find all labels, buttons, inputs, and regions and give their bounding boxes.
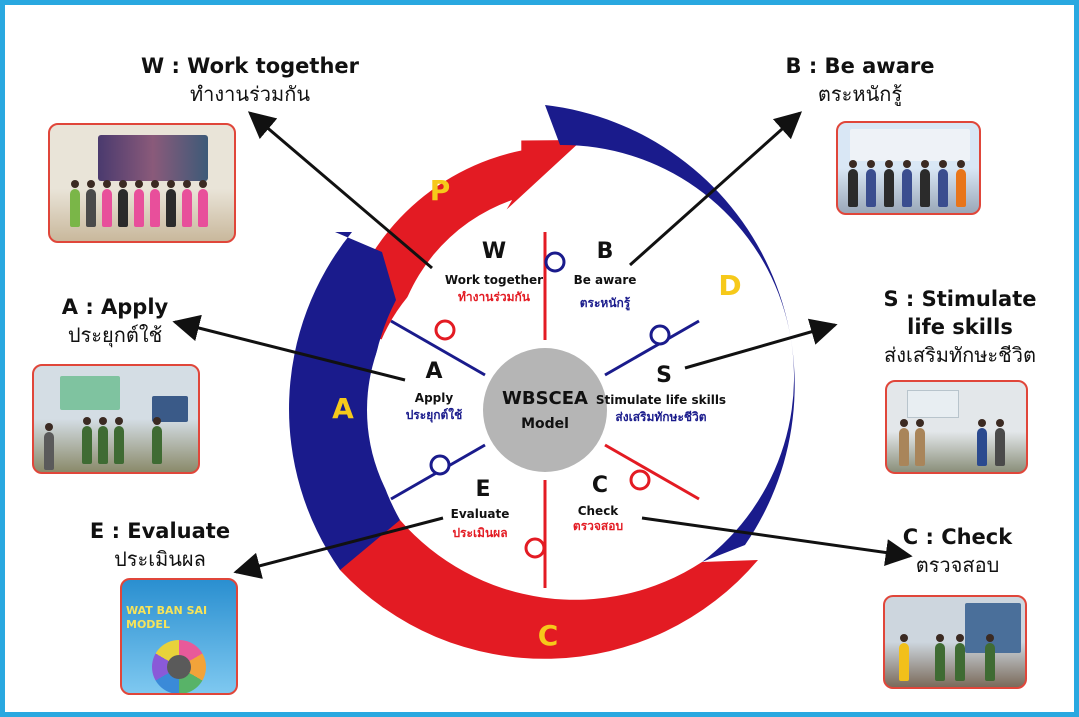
arrow-to-stimulate	[684, 318, 838, 370]
photo-check	[883, 595, 1027, 689]
pdca-letter-c: C	[538, 619, 559, 652]
label-evaluate: E : Evaluate ประเมินผล	[60, 517, 260, 573]
segment-c: C Check ตรวจสอบ	[573, 473, 623, 533]
label-stimulate-en2: life skills	[907, 315, 1013, 339]
label-be-aware-th: ตระหนักรู้	[817, 82, 903, 106]
pdca-letter-d: D	[718, 269, 741, 302]
label-work-together-th: ทำงานร่วมกัน	[189, 82, 311, 106]
arrow-to-check	[641, 516, 913, 566]
arrow-to-work-together	[247, 111, 433, 270]
label-work-together: W : Work together ทำงานร่วมกัน	[130, 52, 370, 108]
photo-evaluate-poster: WAT BAN SAI MODEL	[120, 578, 238, 695]
photo-be-aware	[836, 121, 981, 215]
pdca-letter-p: P	[430, 174, 451, 207]
label-apply-th: ประยุกต์ใช้	[67, 323, 163, 347]
puzzle-knobs	[429, 251, 671, 559]
label-evaluate-th: ประเมินผล	[114, 547, 206, 571]
segment-e: E Evaluate ประเมินผล	[451, 477, 510, 540]
segment-b-en: Be aware	[574, 273, 637, 287]
segment-e-en: Evaluate	[451, 507, 510, 521]
segment-b-letter: B	[597, 239, 614, 264]
segment-s: S Stimulate life skills ส่งเสริมทักษะชีว…	[596, 363, 726, 424]
label-stimulate-th: ส่งเสริมทักษะชีวิต	[884, 343, 1036, 367]
segment-s-letter: S	[656, 363, 672, 388]
label-check-th: ตรวจสอบ	[915, 553, 1000, 577]
segment-b: B Be aware ตระหนักรู้	[574, 239, 637, 311]
center-title: WBSCEA	[502, 388, 588, 409]
pdca-arc-act	[289, 232, 400, 570]
label-check: C : Check ตรวจสอบ	[875, 523, 1040, 579]
segment-a: A Apply ประยุกต์ใช้	[406, 359, 463, 423]
label-work-together-en: W : Work together	[141, 54, 359, 78]
photo-apply	[32, 364, 200, 474]
segment-e-letter: E	[475, 477, 490, 502]
arrow-to-be-aware	[629, 111, 803, 267]
photo-stimulate	[885, 380, 1028, 474]
segment-c-letter: C	[592, 473, 608, 498]
segment-e-th: ประเมินผล	[452, 526, 507, 540]
segment-a-en: Apply	[415, 391, 454, 405]
wheel-dividers	[390, 232, 700, 588]
poster-title-2: MODEL	[126, 618, 170, 631]
label-evaluate-en: E : Evaluate	[89, 519, 231, 543]
label-check-en: C : Check	[902, 525, 1013, 549]
label-be-aware-en: B : Be aware	[785, 54, 935, 78]
center-subtitle: Model	[521, 416, 569, 432]
pdca-arc-plan	[341, 140, 582, 344]
photo-work-together	[48, 123, 236, 243]
pdca-letter-a: A	[332, 392, 354, 425]
poster-title-1: WAT BAN SAI	[126, 604, 208, 617]
label-apply: A : Apply ประยุกต์ใช้	[40, 293, 190, 349]
label-apply-en: A : Apply	[61, 295, 169, 319]
segment-s-en: Stimulate life skills	[596, 393, 726, 407]
segment-w: W Work together ทำงานร่วมกัน	[445, 239, 543, 304]
segment-w-en: Work together	[445, 273, 543, 287]
label-stimulate-en1: S : Stimulate	[883, 287, 1037, 311]
label-be-aware: B : Be aware ตระหนักรู้	[760, 52, 960, 108]
segment-c-en: Check	[578, 504, 620, 518]
pdca-ring	[289, 105, 795, 659]
segment-w-letter: W	[482, 239, 506, 264]
segment-c-th: ตรวจสอบ	[573, 519, 623, 533]
arrow-to-apply	[172, 314, 406, 382]
pdca-arc-do	[545, 105, 795, 562]
segment-s-th: ส่งเสริมทักษะชีวิต	[615, 410, 706, 424]
connector-arrows	[172, 111, 913, 579]
segment-b-th: ตระหนักรู้	[580, 296, 631, 311]
arrow-to-evaluate	[233, 516, 444, 579]
segment-a-th: ประยุกต์ใช้	[406, 407, 463, 423]
label-stimulate: S : Stimulate life skills ส่งเสริมทักษะช…	[855, 285, 1065, 369]
center-circle	[483, 348, 607, 472]
pdca-arc-check	[336, 470, 758, 659]
segment-a-letter: A	[425, 359, 442, 384]
segment-w-th: ทำงานร่วมกัน	[458, 290, 531, 304]
